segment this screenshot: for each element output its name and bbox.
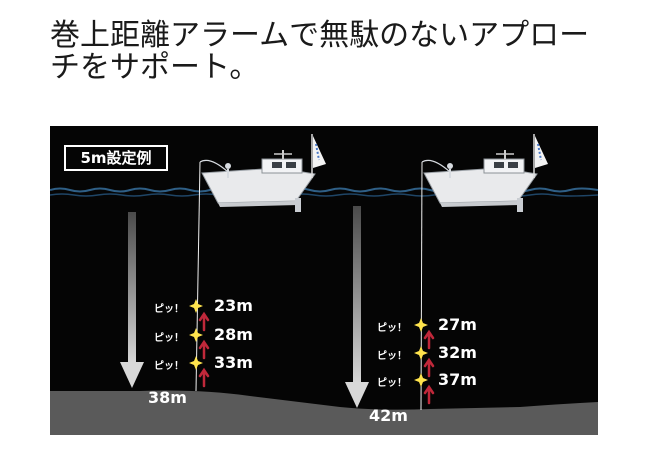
alarm-depth-label: 33m bbox=[214, 353, 253, 372]
fishing-line-right bbox=[420, 161, 423, 411]
drop-arrow-left bbox=[120, 212, 144, 388]
alarm-star-icon bbox=[189, 328, 203, 342]
page-heading: 巻上距離アラームで無駄のないアプローチをサポート。 bbox=[50, 18, 590, 85]
boat-right bbox=[421, 134, 548, 212]
alarm-beep-label: ピッ！ bbox=[154, 304, 184, 315]
setting-example-badge: 5m設定例 bbox=[64, 145, 168, 171]
illustration-canvas bbox=[50, 134, 598, 435]
reel-up-arrow-icon bbox=[198, 311, 210, 332]
alarm-beep-label: ピッ！ bbox=[377, 351, 407, 362]
drop-arrow-right bbox=[345, 206, 369, 408]
alarm-beep-label: ピッ！ bbox=[154, 361, 184, 372]
alarm-star-icon bbox=[414, 318, 428, 332]
reel-up-arrow-icon bbox=[198, 339, 210, 360]
fishing-line-left bbox=[195, 161, 201, 392]
alarm-star-icon bbox=[414, 373, 428, 387]
reel-up-arrow-icon bbox=[198, 367, 210, 388]
alarm-depth-label: 23m bbox=[214, 296, 253, 315]
seabed-depth-label: 42m bbox=[369, 406, 408, 425]
distance-alarm-illustration: 5m設定例 ピッ！ 23m ピッ！ 28m ピッ！ 33m 38m ピッ！ 27… bbox=[50, 126, 598, 435]
reel-up-arrow-icon bbox=[423, 357, 435, 378]
seabed-depth-label: 38m bbox=[148, 388, 187, 407]
alarm-depth-label: 37m bbox=[438, 370, 477, 389]
alarm-depth-label: 27m bbox=[438, 315, 477, 334]
alarm-beep-label: ピッ！ bbox=[377, 378, 407, 389]
alarm-depth-label: 32m bbox=[438, 343, 477, 362]
alarm-beep-label: ピッ！ bbox=[154, 333, 184, 344]
alarm-star-icon bbox=[414, 346, 428, 360]
alarm-depth-label: 28m bbox=[214, 325, 253, 344]
boat-left bbox=[199, 134, 326, 212]
alarm-star-icon bbox=[189, 356, 203, 370]
seabed bbox=[50, 390, 598, 435]
reel-up-arrow-icon bbox=[423, 384, 435, 405]
reel-up-arrow-icon bbox=[423, 329, 435, 350]
alarm-beep-label: ピッ！ bbox=[377, 323, 407, 334]
alarm-star-icon bbox=[189, 299, 203, 313]
